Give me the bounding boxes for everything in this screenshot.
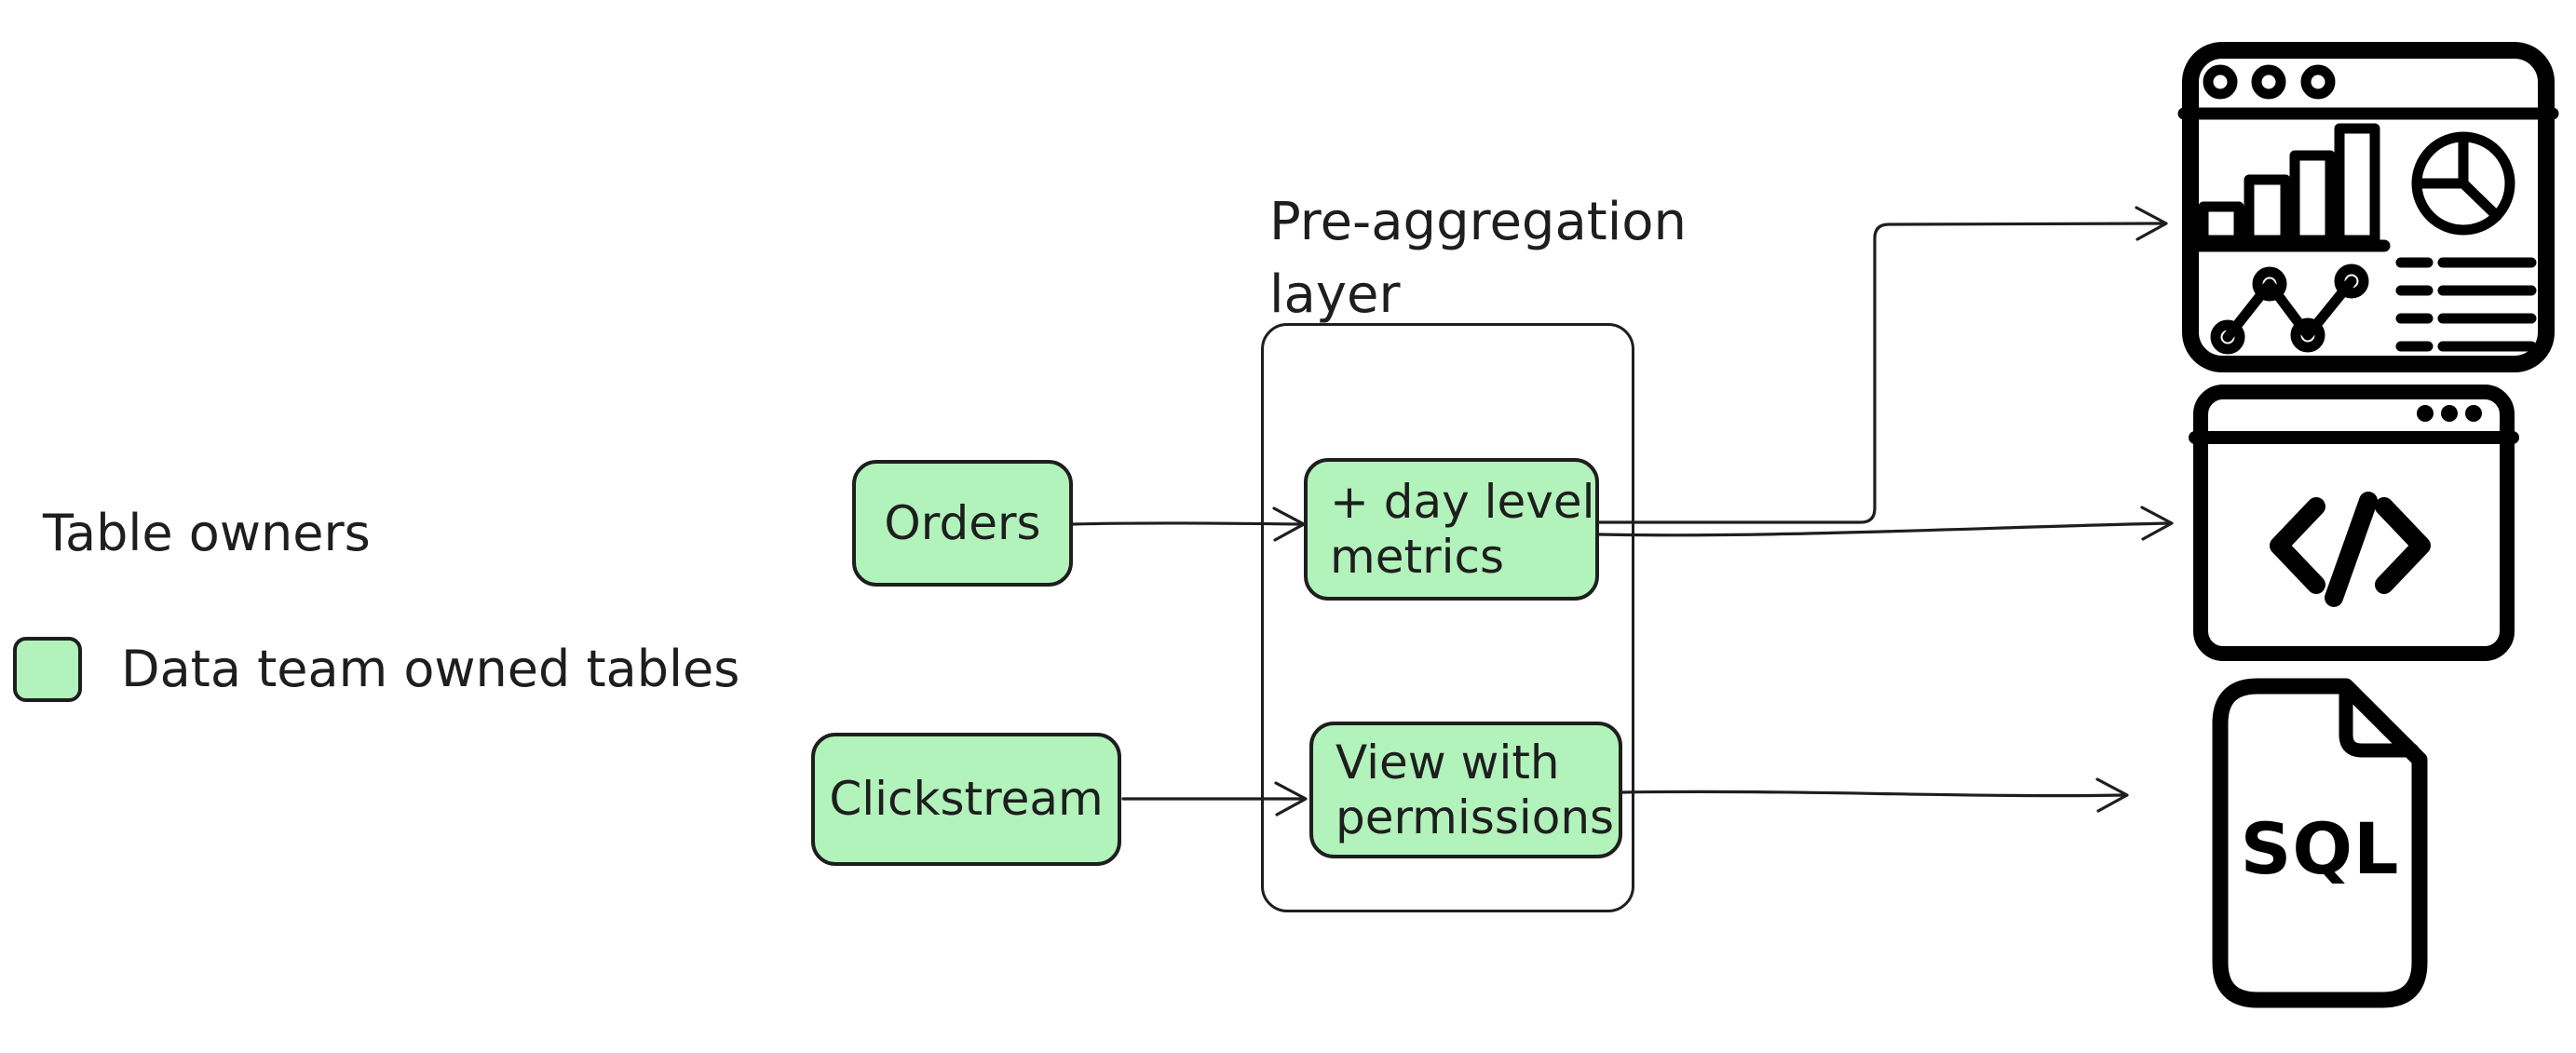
code-window-icon <box>2189 385 2519 661</box>
sql-file-label: SQL <box>2241 807 2400 890</box>
dashboard-icon <box>2177 42 2559 372</box>
pre-aggregation-layer-label: Pre-aggregation layer <box>1269 186 1687 332</box>
day-level-metrics-node: + day level metrics <box>1304 458 1599 601</box>
day-level-metrics-label: + day level metrics <box>1330 474 1595 584</box>
arrow-view-to-sql <box>1620 777 2129 813</box>
bar-chart-icon <box>2189 123 2391 252</box>
clickstream-table-node: Clickstream <box>811 733 1121 866</box>
pie-chart-icon <box>2411 131 2515 236</box>
line-chart-icon <box>2210 263 2369 355</box>
folded-corner-icon <box>2339 682 2420 758</box>
window-dots-icon <box>2417 405 2482 422</box>
code-glyph-icon <box>2270 492 2431 607</box>
view-with-permissions-node: View with permissions <box>1309 722 1622 858</box>
legend-title: Table owners <box>43 504 371 562</box>
orders-table-label: Orders <box>884 495 1041 550</box>
sql-file-icon: SQL <box>2212 678 2428 1008</box>
view-with-permissions-label: View with permissions <box>1335 735 1615 844</box>
legend-green-swatch <box>13 637 82 702</box>
pre-aggregation-layer-label-line2: layer <box>1269 264 1401 326</box>
clickstream-table-label: Clickstream <box>829 772 1104 826</box>
orders-table-node: Orders <box>852 460 1073 587</box>
arrow-metrics-to-code <box>1597 506 2174 541</box>
list-lines-icon <box>2395 257 2537 352</box>
window-dots-icon <box>2203 64 2336 100</box>
pre-aggregation-layer-container <box>1261 323 1634 912</box>
pre-aggregation-layer-label-line1: Pre-aggregation <box>1269 192 1688 252</box>
legend-item-label: Data team owned tables <box>121 640 740 698</box>
